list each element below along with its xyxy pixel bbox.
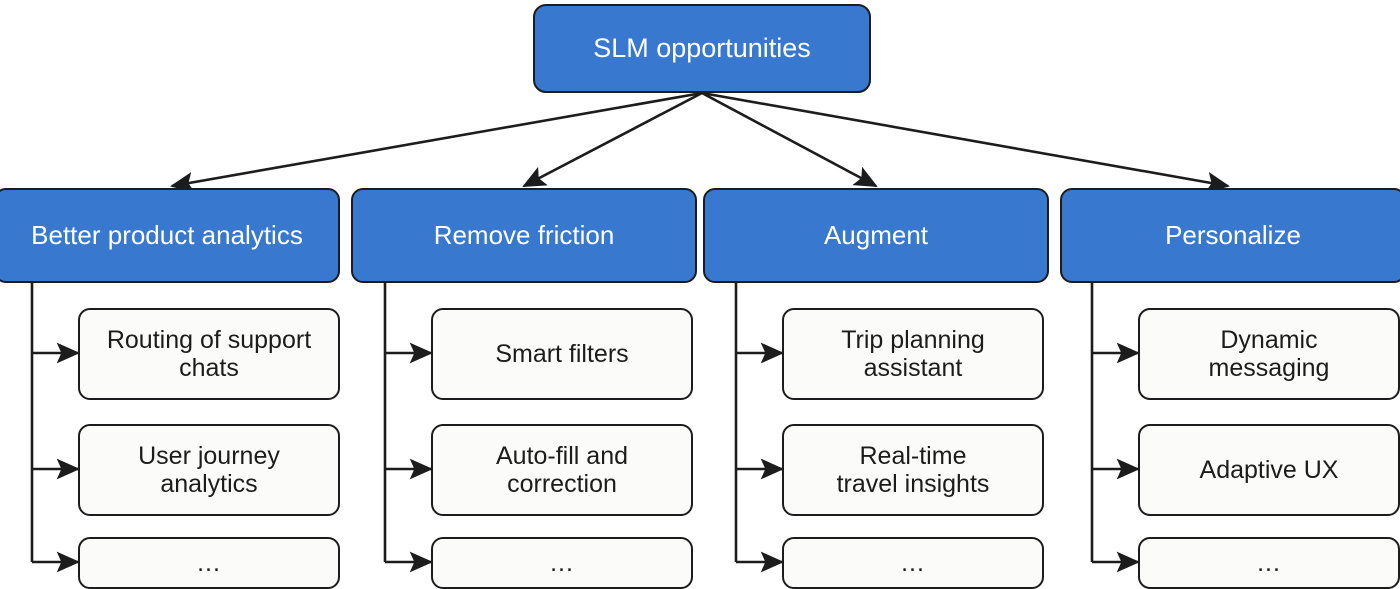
leaf-ellipsis-3-3-label: ...	[901, 548, 925, 577]
category-remove-friction-label: Remove friction	[433, 219, 615, 250]
leaf-trip-planning-assistant-3-1[interactable]: Trip planning assistant	[782, 308, 1044, 400]
leaf-dynamic-messaging-4-1-label: Dynamic messaging	[1208, 325, 1330, 383]
leaf-auto-fill-and-correction-2-2[interactable]: Auto-fill and correction	[431, 424, 693, 516]
root-to-category-edge-1	[169, 91, 703, 193]
category-augment[interactable]: Augment	[703, 188, 1049, 283]
root-to-category-edge-4	[701, 91, 1231, 193]
root-node-label: SLM opportunities	[593, 33, 811, 64]
leaf-smart-filters-2-1[interactable]: Smart filters	[431, 308, 693, 400]
leaf-ellipsis-1-3-label: ...	[197, 548, 221, 577]
category-personalize-label: Personalize	[1165, 219, 1301, 250]
leaf-user-journey-analytics-1-2[interactable]: User journey analytics	[78, 424, 340, 516]
leaf-ellipsis-1-3[interactable]: ...	[78, 537, 340, 589]
root-node[interactable]: SLM opportunities	[533, 4, 871, 93]
category-better-product-analytics[interactable]: Better product analytics	[0, 188, 340, 283]
leaf-routing-of-support-chats-1-1-label: Routing of support chats	[106, 325, 312, 383]
category-augment-label: Augment	[823, 219, 929, 250]
category-personalize[interactable]: Personalize	[1060, 188, 1400, 283]
root-to-category-edge-2	[522, 91, 703, 188]
leaf-ellipsis-3-3[interactable]: ...	[782, 537, 1044, 589]
category-remove-friction[interactable]: Remove friction	[351, 188, 697, 283]
leaf-auto-fill-and-correction-2-2-label: Auto-fill and correction	[495, 441, 629, 499]
leaf-adaptive-ux-4-2[interactable]: Adaptive UX	[1138, 424, 1400, 516]
leaf-ellipsis-2-3[interactable]: ...	[431, 537, 693, 589]
leaf-real-time-travel-insights-3-2[interactable]: Real-time travel insights	[782, 424, 1044, 516]
leaf-ellipsis-2-3-label: ...	[550, 548, 574, 577]
leaf-real-time-travel-insights-3-2-label: Real-time travel insights	[836, 441, 990, 499]
root-to-category-edge-3	[701, 91, 878, 188]
leaf-ellipsis-4-3-label: ...	[1257, 548, 1281, 577]
leaf-adaptive-ux-4-2-label: Adaptive UX	[1199, 455, 1339, 484]
category-better-product-analytics-label: Better product analytics	[31, 219, 303, 250]
leaf-dynamic-messaging-4-1[interactable]: Dynamic messaging	[1138, 308, 1400, 400]
leaf-ellipsis-4-3[interactable]: ...	[1138, 537, 1400, 589]
leaf-smart-filters-2-1-label: Smart filters	[495, 339, 629, 368]
leaf-user-journey-analytics-1-2-label: User journey analytics	[138, 441, 280, 499]
leaf-routing-of-support-chats-1-1[interactable]: Routing of support chats	[78, 308, 340, 400]
leaf-trip-planning-assistant-3-1-label: Trip planning assistant	[841, 325, 985, 383]
